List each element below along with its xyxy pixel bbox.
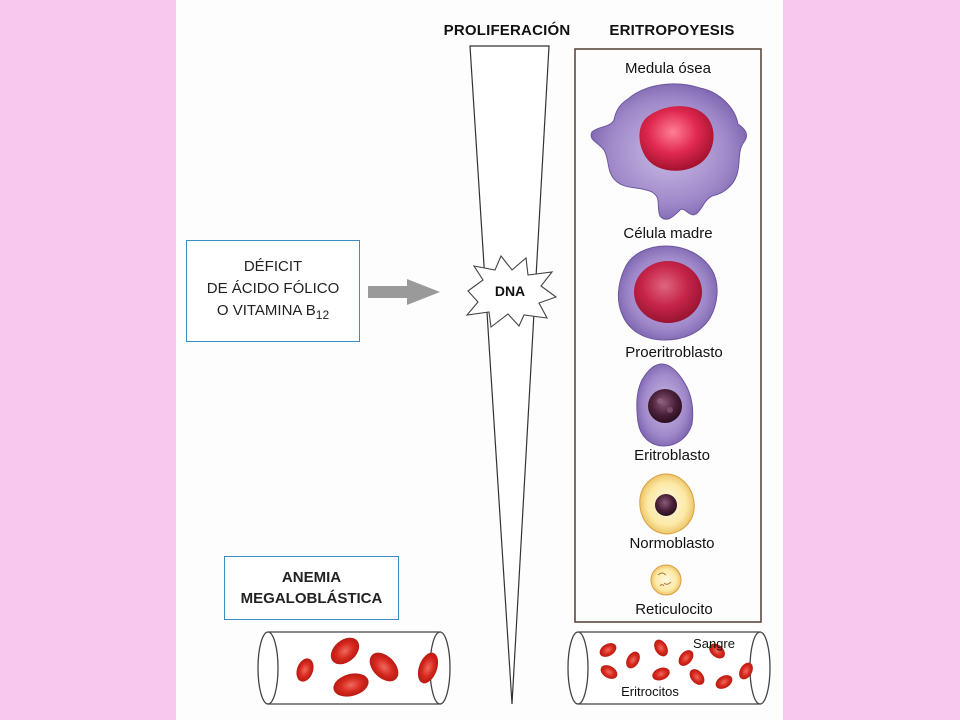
dna-burst-icon xyxy=(465,254,558,329)
erythrocytes-label: Eritrocitos xyxy=(621,684,679,699)
reticulocyte-icon xyxy=(650,564,682,596)
megaloblastic-tube-icon xyxy=(257,631,451,705)
deficit-line-2: DE ÁCIDO FÓLICO xyxy=(206,280,340,297)
deficit-box: DÉFICIT DE ÁCIDO FÓLICO O VITAMINA B12 xyxy=(186,240,360,342)
erythropoiesis-header: ERITROPOYESIS xyxy=(609,22,735,39)
deficit-line-1: DÉFICIT xyxy=(243,258,303,275)
blood-tube-icon xyxy=(567,631,771,705)
blood-label: Sangre xyxy=(693,636,735,651)
anemia-line-1: ANEMIA xyxy=(281,569,342,586)
normoblast-icon xyxy=(639,473,695,535)
proerythroblast-icon xyxy=(617,245,718,341)
deficit-line-3-prefix: O VITAMINA B xyxy=(216,302,316,319)
stage-label-erythroblast: Eritroblasto xyxy=(634,447,710,464)
erythroblast-icon xyxy=(636,363,694,447)
stage-label-reticulocyte: Reticulocito xyxy=(635,601,713,618)
deficit-subscript: 12 xyxy=(315,308,330,322)
proliferation-header: PROLIFERACIÓN xyxy=(443,22,571,39)
stage-label-normoblast: Normoblasto xyxy=(629,535,715,552)
proliferation-wedge xyxy=(469,45,550,705)
erythropoiesis-frame xyxy=(574,48,762,623)
anemia-line-2: MEGALOBLÁSTICA xyxy=(240,590,383,607)
anemia-box: ANEMIA MEGALOBLÁSTICA xyxy=(224,556,399,620)
stage-label-marrow: Medula ósea xyxy=(625,60,711,77)
dna-label: DNA xyxy=(494,283,526,299)
arrow-icon xyxy=(368,279,440,305)
deficit-line-3: O VITAMINA B12 xyxy=(217,300,329,326)
marrow-cell-icon xyxy=(590,83,747,220)
stage-label-proerythroblast: Proeritroblasto xyxy=(625,344,723,361)
stage-label-stem-cell: Célula madre xyxy=(623,225,713,242)
